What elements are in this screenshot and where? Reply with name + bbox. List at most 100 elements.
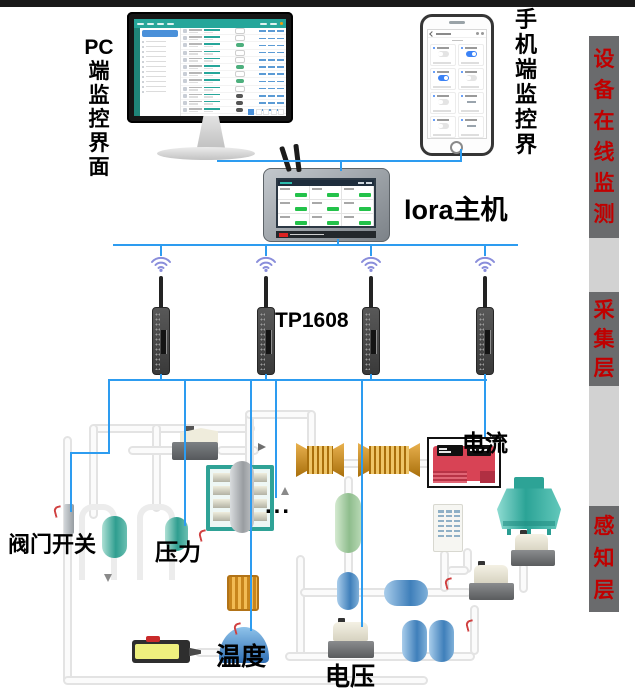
- generator-panel: [437, 445, 463, 456]
- table-row: [181, 56, 286, 64]
- deco: [189, 53, 198, 55]
- deco: [277, 66, 284, 68]
- deco: [277, 102, 284, 104]
- flow-arrow-down: [104, 574, 112, 582]
- deco: [277, 51, 284, 54]
- deco: [277, 87, 284, 90]
- tower-band: [503, 521, 555, 526]
- deco: [280, 202, 290, 204]
- deco: [142, 40, 144, 43]
- deco: [189, 86, 202, 89]
- deco: [189, 108, 202, 110]
- generator-block: [480, 471, 495, 483]
- yellow-panel: [135, 644, 179, 659]
- cooling-tower: [497, 477, 561, 535]
- deco: [268, 95, 275, 97]
- deco: [189, 65, 202, 70]
- reading-value: [359, 221, 371, 225]
- connector: [160, 244, 162, 256]
- pc-monitoring-label: PC 端 监 控 界 面: [84, 36, 114, 179]
- deco: [189, 86, 202, 91]
- pump-1: [511, 530, 555, 568]
- reading-cell: [278, 200, 310, 214]
- deco: [259, 66, 266, 68]
- deco: [268, 44, 275, 47]
- status-toggle: [236, 108, 243, 112]
- deco: [146, 90, 166, 93]
- avatar: [183, 86, 187, 91]
- table-row: [181, 100, 286, 108]
- machine-body: [172, 442, 218, 460]
- deco: [344, 202, 354, 204]
- layer-label: 采 集 层: [593, 298, 615, 380]
- lora-screen-header: [278, 180, 374, 186]
- layer-spacer: [589, 238, 619, 292]
- reading-cell: [342, 186, 374, 200]
- deco: [204, 100, 220, 103]
- deco: [204, 65, 220, 67]
- deco: [204, 67, 213, 70]
- connector: [108, 379, 487, 381]
- pipe: [245, 410, 315, 419]
- app-header: [428, 30, 486, 38]
- deco: [204, 50, 220, 55]
- deco: [204, 86, 220, 91]
- deco: [432, 46, 454, 49]
- coil-flare: [409, 443, 420, 477]
- device-icon: [432, 94, 435, 97]
- table-row: [181, 49, 286, 57]
- deco: [189, 93, 202, 96]
- device-card: [458, 92, 484, 114]
- avatar: [183, 65, 187, 70]
- voltage-label: 电压: [325, 663, 376, 691]
- device-card: [430, 116, 456, 138]
- transmitter-body: [152, 307, 170, 375]
- row-actions: [259, 80, 284, 83]
- deco: [204, 29, 220, 34]
- current-label: 电流: [462, 430, 508, 456]
- sidebar-primary-button: [142, 30, 178, 37]
- reading-cell: [342, 200, 374, 214]
- wifi-icon: [475, 256, 495, 272]
- deco: [259, 87, 266, 90]
- hvac-cabinet: [433, 504, 463, 552]
- sensor-hook: [52, 505, 64, 518]
- teal-tank-2: [165, 517, 188, 551]
- temperature-label: 温度: [216, 643, 267, 671]
- yellow-machine: [132, 636, 201, 663]
- deco: [146, 50, 166, 53]
- deco: [432, 94, 454, 97]
- status-toggle: [235, 65, 244, 70]
- wifi-icon: [256, 256, 276, 272]
- deco: [189, 38, 198, 41]
- gray-machine: [172, 426, 218, 460]
- notification-dot: [280, 22, 283, 25]
- connector: [250, 379, 252, 631]
- deco: [189, 36, 202, 38]
- deco: [204, 103, 213, 105]
- deco: [277, 73, 284, 75]
- flow-arrow-up: [281, 487, 289, 495]
- voltage-pump: [328, 618, 374, 659]
- deco: [142, 80, 144, 83]
- pump-2: [469, 561, 514, 601]
- deco: [189, 57, 202, 60]
- deco: [259, 59, 266, 61]
- device-icon: [460, 94, 463, 97]
- deco: [433, 134, 451, 136]
- reading-cell: [310, 200, 342, 214]
- transmitter-3: [359, 253, 383, 377]
- connector: [108, 379, 110, 454]
- deco: [189, 50, 202, 55]
- vent-grid: [438, 510, 460, 538]
- deco: [436, 119, 449, 121]
- status-toggle: [234, 35, 245, 42]
- connector: [217, 160, 462, 162]
- deco: [204, 29, 220, 31]
- reading-value: [359, 193, 371, 197]
- deco: [461, 86, 479, 88]
- deco: [146, 65, 166, 68]
- connector: [71, 452, 110, 454]
- tower-collar: [514, 477, 544, 490]
- pipe: [296, 555, 305, 660]
